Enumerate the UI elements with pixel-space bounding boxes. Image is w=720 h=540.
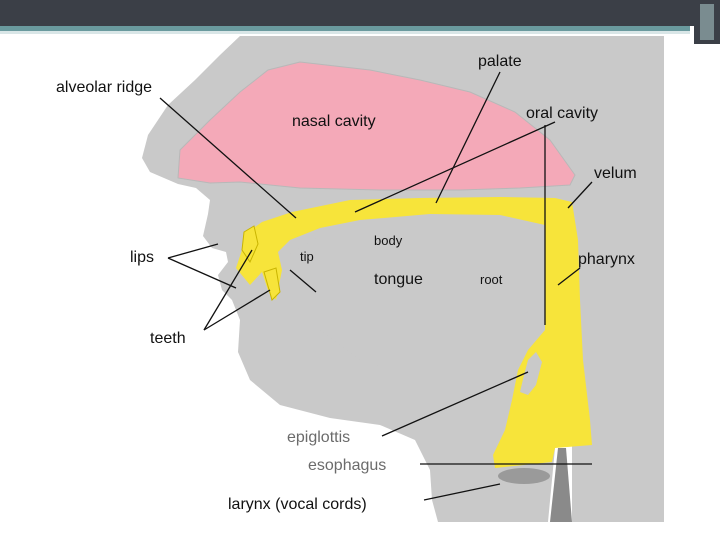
larynx-shape: [498, 468, 550, 484]
pharynx-label: pharynx: [578, 251, 635, 268]
airway-region: [236, 197, 592, 468]
alveolar-ridge-pointer: [159, 97, 297, 219]
tip-label: tip: [300, 249, 314, 264]
lips-label: lips: [130, 249, 154, 266]
lips-pointer-2: [167, 257, 237, 289]
velum-pointer: [567, 181, 593, 209]
epiglottis-pointer: [381, 371, 529, 437]
upper-teeth: [241, 225, 259, 264]
larynx-label: larynx (vocal cords): [228, 496, 367, 513]
epiglottis: [520, 352, 542, 395]
slide-top-bar: [0, 0, 720, 26]
alveolar-ridge-label: alveolar ridge: [56, 79, 152, 96]
nasal-cavity-label: nasal cavity: [292, 113, 376, 130]
body-label: body: [374, 233, 403, 248]
teeth-pointer-2: [203, 289, 271, 331]
root-label: root: [480, 272, 503, 287]
teeth-pointer-1: [203, 249, 253, 331]
palate-pointer: [435, 71, 501, 204]
palate-label: palate: [478, 53, 522, 70]
oral-cavity-pointer-1: [354, 121, 556, 213]
larynx-pointer: [423, 483, 501, 501]
velum-label: velum: [594, 165, 637, 182]
slide-accent-line: [0, 31, 690, 34]
tongue-label: tongue: [374, 271, 423, 288]
tip-pointer: [289, 269, 317, 293]
teeth-label: teeth: [150, 330, 186, 347]
epiglottis-label: epiglottis: [287, 429, 350, 446]
lips-pointer-1: [167, 243, 219, 259]
pharynx-pointer: [557, 267, 581, 286]
oral-cavity-label: oral cavity: [526, 105, 598, 122]
esophagus-label: esophagus: [308, 457, 386, 474]
slide-accent-stripe: [0, 26, 690, 31]
esophagus-shape: [550, 448, 572, 522]
slide-corner-mark-inner: [700, 4, 714, 40]
tongue: [286, 222, 545, 395]
